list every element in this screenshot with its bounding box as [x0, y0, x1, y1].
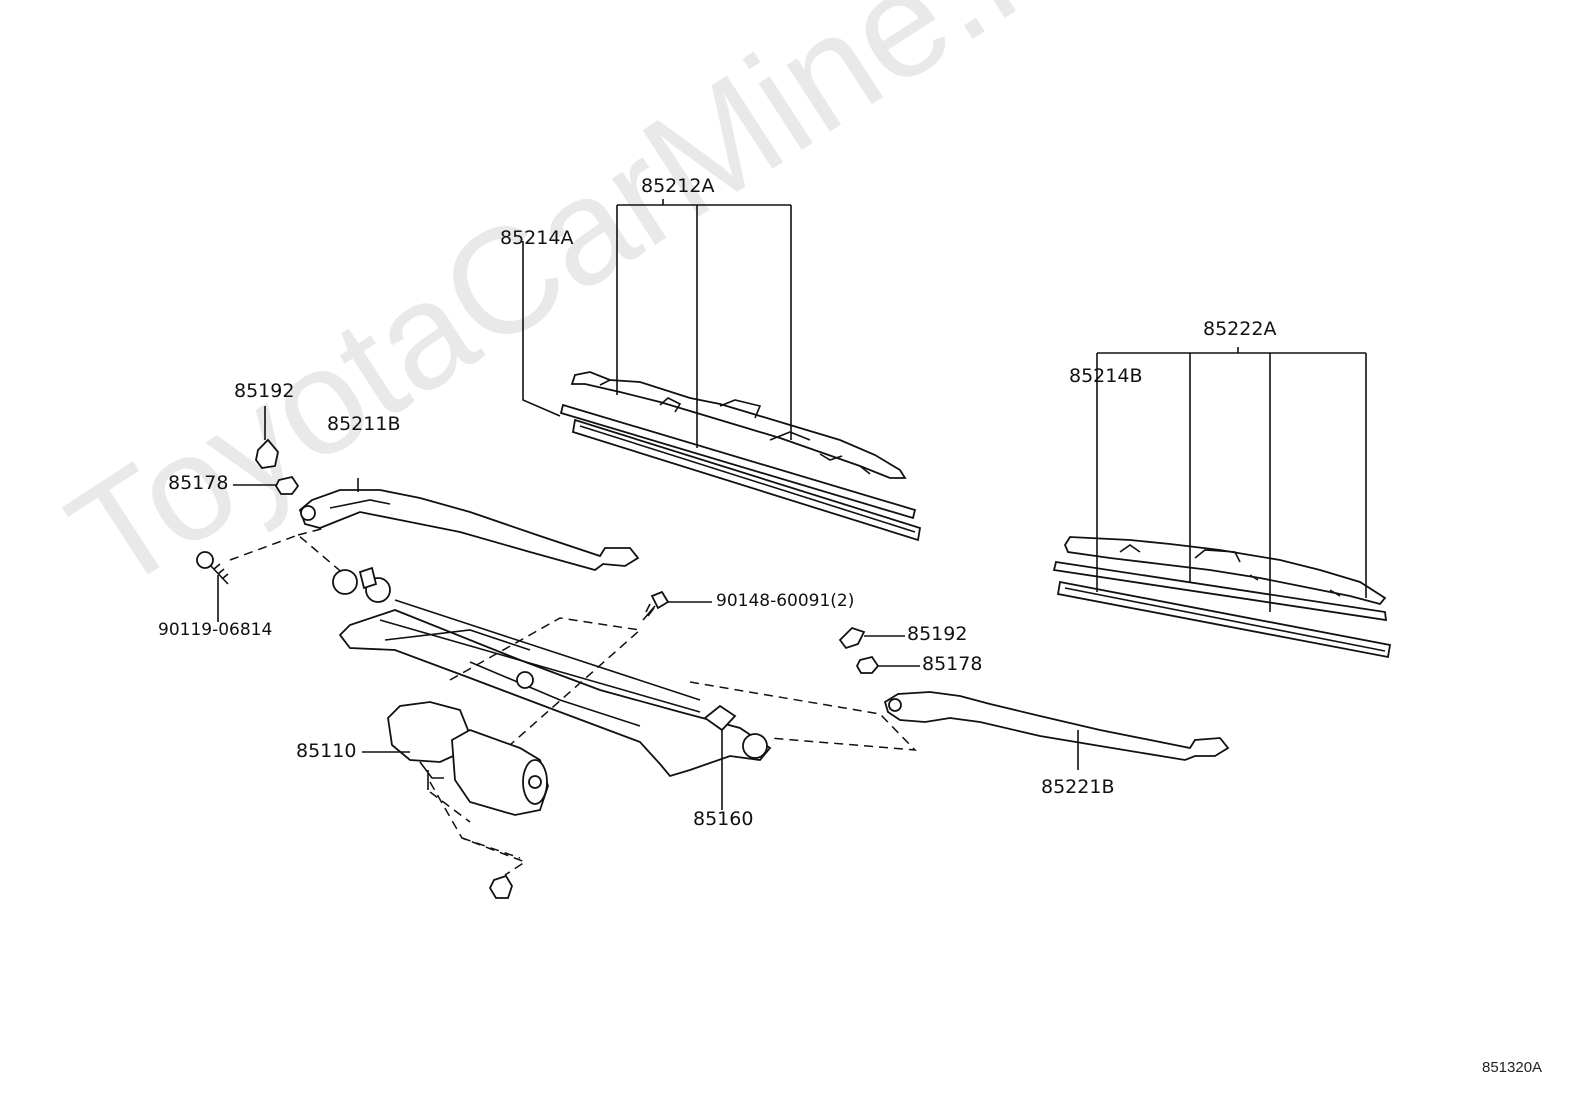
callout-85212A — [522, 199, 792, 448]
label-85214B: 85214B — [1069, 365, 1143, 387]
wiper-linkage — [332, 566, 772, 810]
label-85222A: 85222A — [1203, 318, 1277, 340]
label-85192-right: 85192 — [907, 623, 968, 645]
label-85178-left: 85178 — [168, 472, 229, 494]
diagram-code: 851320A — [1482, 1059, 1543, 1076]
left-cap-85192 — [255, 406, 279, 469]
wiper-motor — [362, 701, 549, 816]
label-85212A: 85212A — [641, 175, 715, 197]
label-85110: 85110 — [296, 740, 357, 762]
nut-bottom — [488, 874, 513, 899]
bolt-90148 — [642, 590, 712, 621]
right-wiper-blade — [1052, 536, 1392, 659]
right-cap-85192 — [838, 626, 905, 650]
bolt-90119 — [196, 551, 229, 622]
label-90148-60091: 90148-60091(2) — [716, 591, 855, 611]
left-wiper-arm — [298, 478, 640, 571]
label-85214A: 85214A — [500, 227, 574, 249]
label-90119-06814: 90119-06814 — [158, 620, 273, 640]
left-nut-85178 — [233, 475, 300, 495]
label-85192-left: 85192 — [234, 380, 295, 402]
assembly-dashed-lines — [229, 527, 917, 876]
left-wiper-blade — [559, 371, 922, 542]
label-85211B: 85211B — [327, 413, 401, 435]
label-85160: 85160 — [693, 808, 754, 830]
callout-85222A — [1096, 347, 1367, 612]
right-nut-85178 — [855, 655, 920, 674]
label-85221B: 85221B — [1041, 776, 1115, 798]
right-wiper-arm — [883, 691, 1230, 770]
label-85178-right: 85178 — [922, 653, 983, 675]
